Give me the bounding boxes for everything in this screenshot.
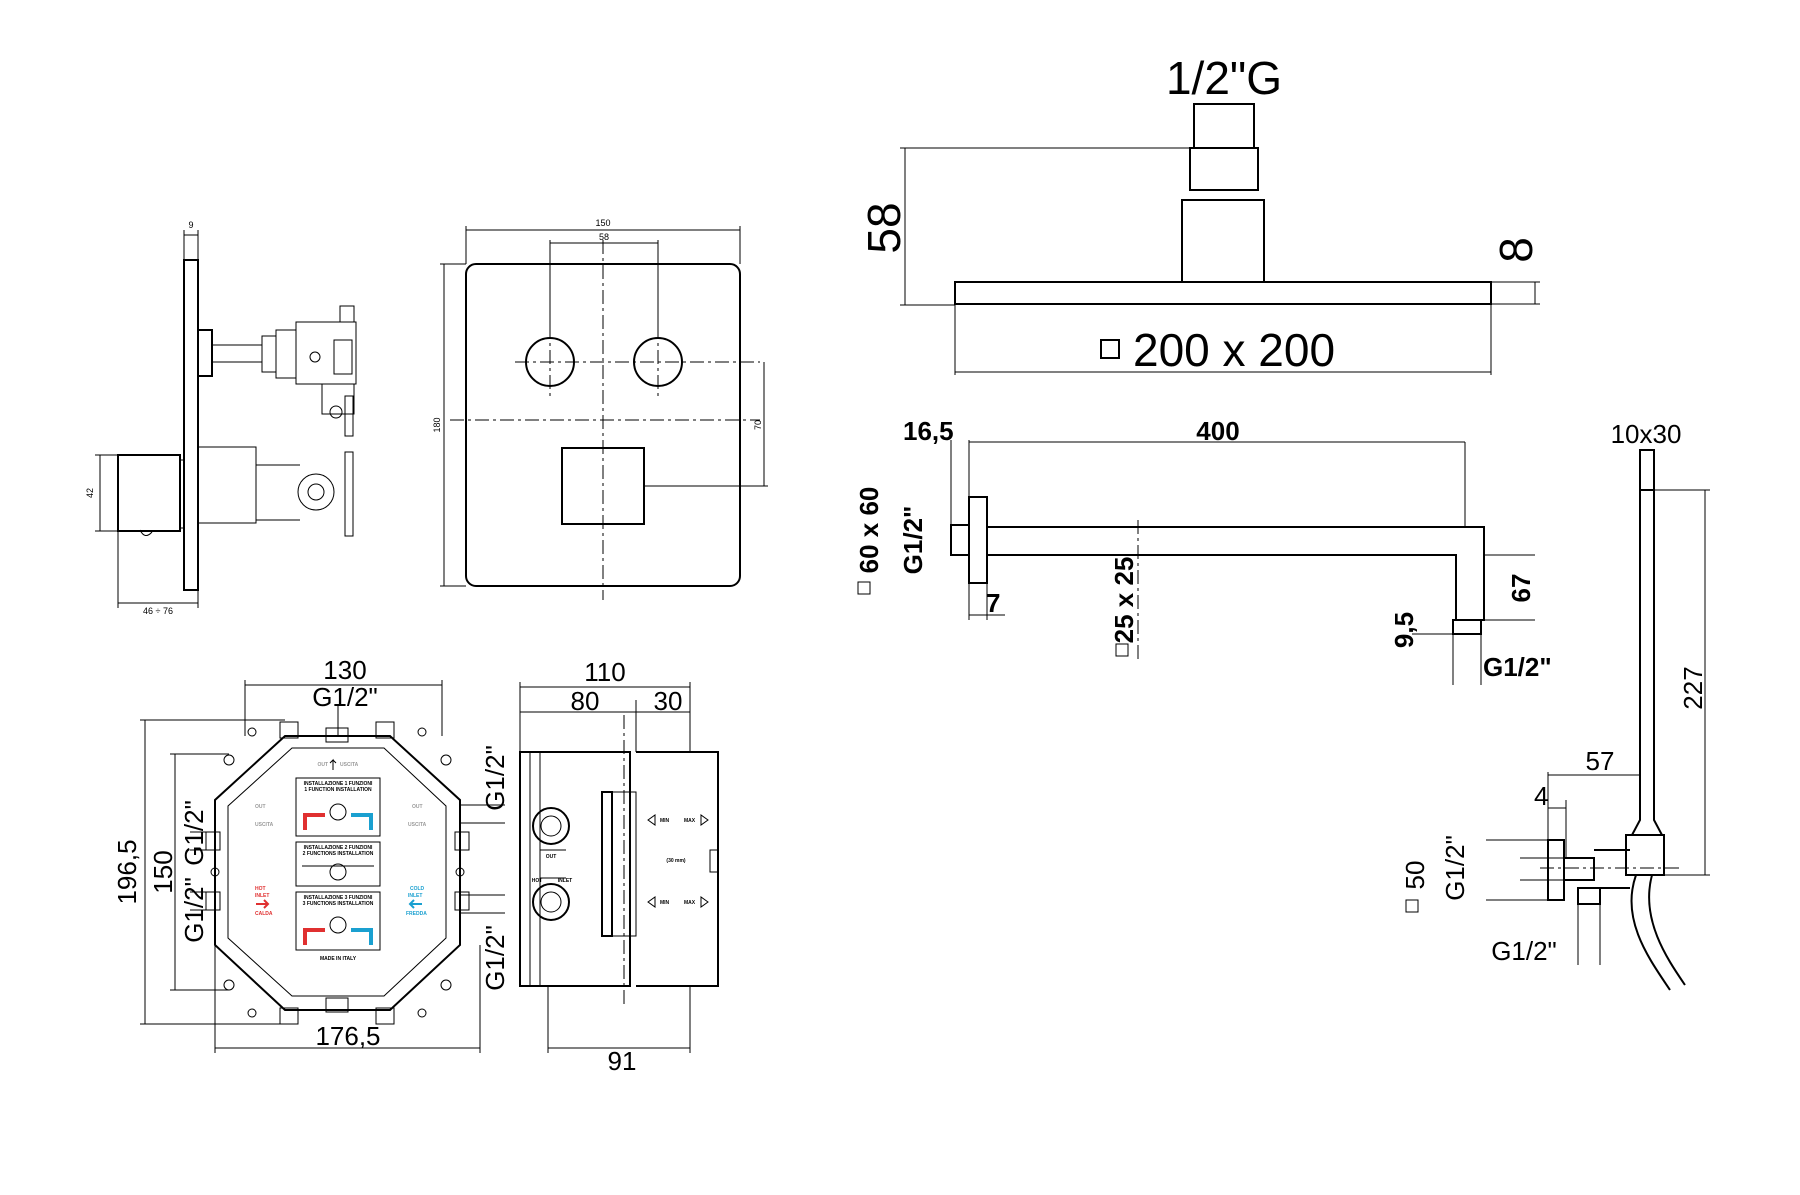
trim-button-spacing-label: 58 bbox=[599, 232, 609, 242]
install-1-it-label: INSTALLAZIONE 1 FUNZIONI bbox=[304, 781, 373, 787]
box-top-thread-label: G1/2" bbox=[312, 682, 378, 712]
out-left-it-label: USCITA bbox=[255, 822, 274, 828]
min-upper-label: MIN bbox=[660, 818, 670, 824]
arm-thread-label: G1/2" bbox=[898, 506, 928, 575]
trim-handle-size-label: 42 bbox=[85, 488, 95, 498]
side-total-depth-label: 110 bbox=[584, 657, 625, 687]
min-lower-label: MIN bbox=[660, 900, 670, 906]
hot-label: HOT bbox=[255, 886, 266, 892]
trim-depth-range-label: 46 ÷ 76 bbox=[143, 606, 173, 616]
arm-outlet-thread-label: G1/2" bbox=[1483, 652, 1552, 682]
side-hot-label: HOT bbox=[532, 878, 543, 884]
trim-button-to-handle-label: 70 bbox=[753, 420, 763, 430]
install-3-en-label: 3 FUNCTIONS INSTALLATION bbox=[303, 901, 374, 907]
box-front-view: INSTALLAZIONE 1 FUNZIONI 1 FUNCTION INST… bbox=[112, 655, 510, 1053]
side-out-label: OUT bbox=[546, 854, 557, 860]
box-height-outer-label: 196,5 bbox=[112, 839, 142, 904]
hand-shower-length-label: 227 bbox=[1678, 666, 1708, 709]
max-upper-label: MAX bbox=[684, 818, 696, 824]
hand-shower-thread-hose-label: G1/2" bbox=[1491, 936, 1557, 966]
shower-head-connection-label: 1/2"G bbox=[1166, 52, 1282, 104]
box-right-thread-lower-label: G1/2" bbox=[480, 925, 510, 991]
out-top-label: OUT bbox=[317, 762, 328, 768]
arm-flange-depth-label: 7 bbox=[986, 588, 1000, 618]
arm-flange-label: 60 x 60 bbox=[854, 487, 884, 574]
trim-width-label: 150 bbox=[595, 218, 610, 228]
hand-shower-gap-label: 4 bbox=[1534, 781, 1548, 811]
trim-height-label: 180 bbox=[432, 417, 442, 432]
out-arrow-icon bbox=[329, 758, 337, 770]
arm-offset-label: 16,5 bbox=[903, 416, 954, 446]
arm-length-label: 400 bbox=[1196, 416, 1239, 446]
out-right-it-label: USCITA bbox=[408, 822, 427, 828]
square-symbol-icon bbox=[1100, 339, 1120, 359]
hand-shower-head-label: 10x30 bbox=[1611, 419, 1682, 449]
install-3-it-label: INSTALLAZIONE 3 FUNZIONI bbox=[304, 895, 373, 901]
arm-drop-label: 67 bbox=[1506, 574, 1536, 603]
cold-arrow-icon bbox=[408, 899, 422, 909]
install-1-en-label: 1 FUNCTION INSTALLATION bbox=[304, 787, 372, 793]
out-right-label: OUT bbox=[412, 804, 423, 810]
shower-arm-view: 16,5 400 60 x 60 G1/2" 7 25 x 25 67 9,5 … bbox=[854, 416, 1552, 685]
shower-head-height-label: 58 bbox=[858, 202, 910, 253]
side-body-depth-label: 80 bbox=[571, 686, 600, 716]
cold-it-label: FREDDA bbox=[406, 911, 427, 917]
hand-shower-bracket-label: 57 bbox=[1586, 746, 1615, 776]
box-width-bottom-label: 176,5 bbox=[315, 1021, 380, 1051]
trim-plate-thickness-label: 9 bbox=[188, 220, 193, 230]
square-symbol-icon bbox=[1405, 899, 1419, 913]
made-in-label: MADE IN ITALY bbox=[320, 956, 357, 962]
box-right-thread-upper-label: G1/2" bbox=[480, 745, 510, 811]
arm-section-label: 25 x 25 bbox=[1109, 557, 1139, 644]
box-width-top-label: 130 bbox=[323, 655, 366, 685]
shower-head-view: 1/2"G 58 8 200 x 200 bbox=[858, 52, 1542, 376]
side-valve-upper bbox=[532, 807, 570, 845]
trim-front-view: 150 58 180 70 bbox=[432, 218, 768, 600]
shower-head-plate-label: 8 bbox=[1490, 237, 1542, 263]
install-2-en-label: 2 FUNCTIONS INSTALLATION bbox=[303, 851, 374, 857]
box-left-thread-lower-label: G1/2" bbox=[179, 877, 209, 943]
side-inlet-label: INLET bbox=[558, 878, 572, 884]
out-top-it-label: USCITA bbox=[340, 762, 359, 768]
hot-arrow-icon bbox=[256, 899, 270, 909]
square-symbol-icon bbox=[1115, 643, 1129, 657]
cold-label: COLD bbox=[410, 886, 425, 892]
box-side-view: MIN MAX (30 mm) MIN MAX OUT HOT INLET 11… bbox=[519, 657, 719, 1076]
hot-it-label: CALDA bbox=[255, 911, 273, 917]
mounting-lugs bbox=[205, 721, 470, 1025]
box-left-thread-upper-label: G1/2" bbox=[179, 800, 209, 866]
square-symbol-icon bbox=[857, 581, 871, 595]
side-bottom-depth-label: 91 bbox=[608, 1046, 637, 1076]
box-height-inner-label: 150 bbox=[148, 850, 178, 893]
hand-shower-view: 10x30 227 57 4 50 G1/2" G1/2" bbox=[1400, 419, 1710, 991]
install-2-it-label: INSTALLAZIONE 2 FUNZIONI bbox=[304, 845, 373, 851]
side-valve-lower bbox=[532, 883, 570, 921]
arm-outlet-height-label: 9,5 bbox=[1389, 612, 1419, 648]
shower-head-size-label: 200 x 200 bbox=[1133, 324, 1335, 376]
max-lower-label: MAX bbox=[684, 900, 696, 906]
depth-markers bbox=[647, 814, 709, 908]
cold-inlet-label: INLET bbox=[408, 893, 422, 899]
out-left-label: OUT bbox=[255, 804, 266, 810]
range-label: (30 mm) bbox=[666, 858, 686, 864]
hand-shower-thread-wall-label: G1/2" bbox=[1440, 835, 1470, 901]
hot-inlet-label: INLET bbox=[255, 893, 269, 899]
side-cover-depth-label: 30 bbox=[654, 686, 683, 716]
hand-shower-flange-label: 50 bbox=[1400, 861, 1430, 890]
trim-side-view: 9 42 46 ÷ 76 bbox=[85, 220, 357, 616]
